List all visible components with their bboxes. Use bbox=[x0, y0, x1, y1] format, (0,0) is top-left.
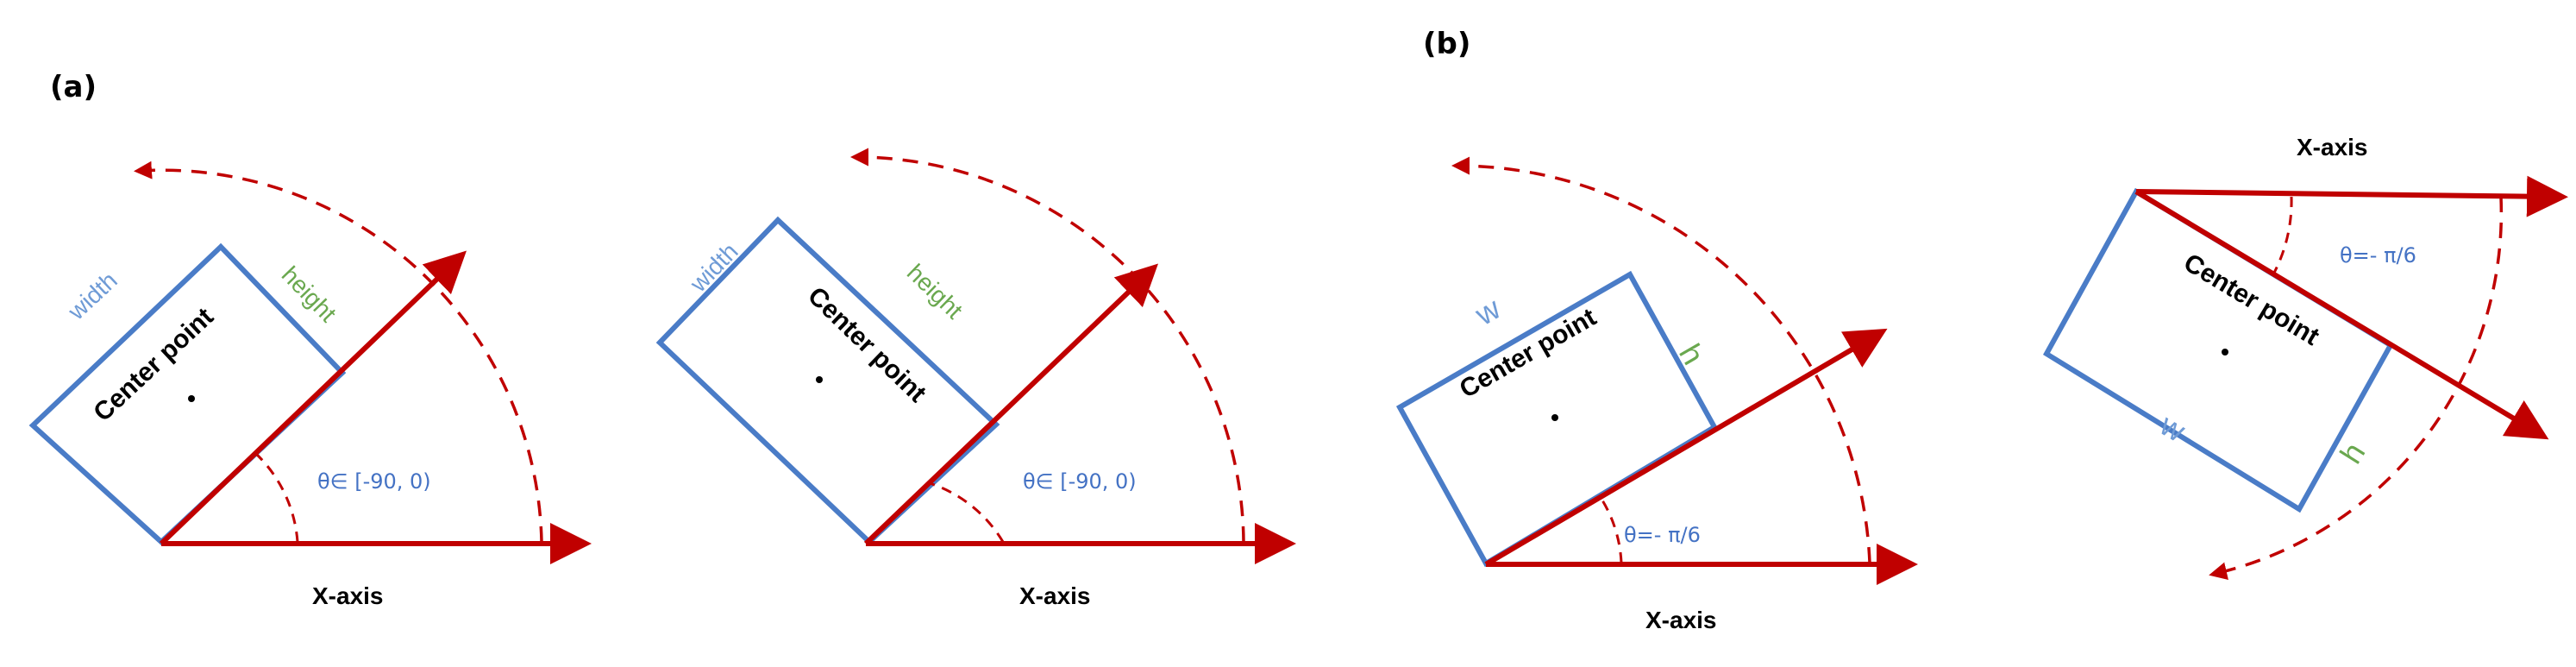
center-point-dot bbox=[188, 395, 195, 402]
diagram-1: width height Center point θ∈ [-90, 0) X-… bbox=[28, 160, 592, 609]
theta-arc bbox=[929, 481, 1005, 543]
rotation-arc bbox=[1451, 156, 1871, 563]
panel-label-a: (a) bbox=[50, 70, 97, 104]
height-arrow bbox=[1484, 328, 1888, 567]
center-point-dot bbox=[816, 376, 823, 383]
center-point-label: Center point bbox=[1455, 303, 1601, 404]
height-label: height bbox=[902, 259, 968, 324]
theta-label: θ=- π/6 bbox=[1624, 523, 1701, 547]
theta-label: θ∈ [-90, 0) bbox=[1023, 469, 1137, 494]
width-label: width bbox=[62, 267, 122, 325]
diagram-3: w h Center point θ=- π/6 X-axis bbox=[1395, 156, 1918, 633]
height-arrow bbox=[863, 263, 1159, 546]
x-axis-label: X-axis bbox=[1019, 582, 1091, 609]
diagram-4: X-axis θ=- π/6 Center point w h bbox=[2042, 134, 2568, 581]
width-label: w bbox=[1469, 290, 1507, 333]
theta-label: θ=- π/6 bbox=[2340, 243, 2416, 267]
x-axis-label: X-axis bbox=[312, 582, 384, 609]
bounding-box bbox=[1395, 270, 1719, 568]
height-label: h bbox=[1672, 338, 1712, 371]
theta-arc bbox=[254, 451, 299, 543]
rotation-arc bbox=[850, 148, 1245, 543]
rotation-arc bbox=[134, 160, 543, 543]
height-arrow bbox=[2134, 189, 2549, 440]
center-point-label: Center point bbox=[88, 302, 219, 427]
x-axis-label: X-axis bbox=[1645, 607, 1717, 633]
theta-arc bbox=[1598, 495, 1623, 563]
center-point-dot bbox=[1551, 414, 1558, 421]
x-axis-label: X-axis bbox=[2297, 134, 2368, 160]
x-axis-arrow bbox=[2135, 175, 2568, 217]
diagram-2: width height Center point θ∈ [-90, 0) X-… bbox=[655, 148, 1296, 609]
panel-label-b: (b) bbox=[1423, 27, 1470, 61]
height-arrow bbox=[159, 250, 467, 546]
bounding-box bbox=[655, 216, 1000, 546]
theta-label: θ∈ [-90, 0) bbox=[317, 469, 431, 494]
center-point-dot bbox=[2222, 349, 2228, 356]
theta-arc bbox=[2272, 196, 2293, 275]
height-label: h bbox=[2333, 437, 2372, 470]
